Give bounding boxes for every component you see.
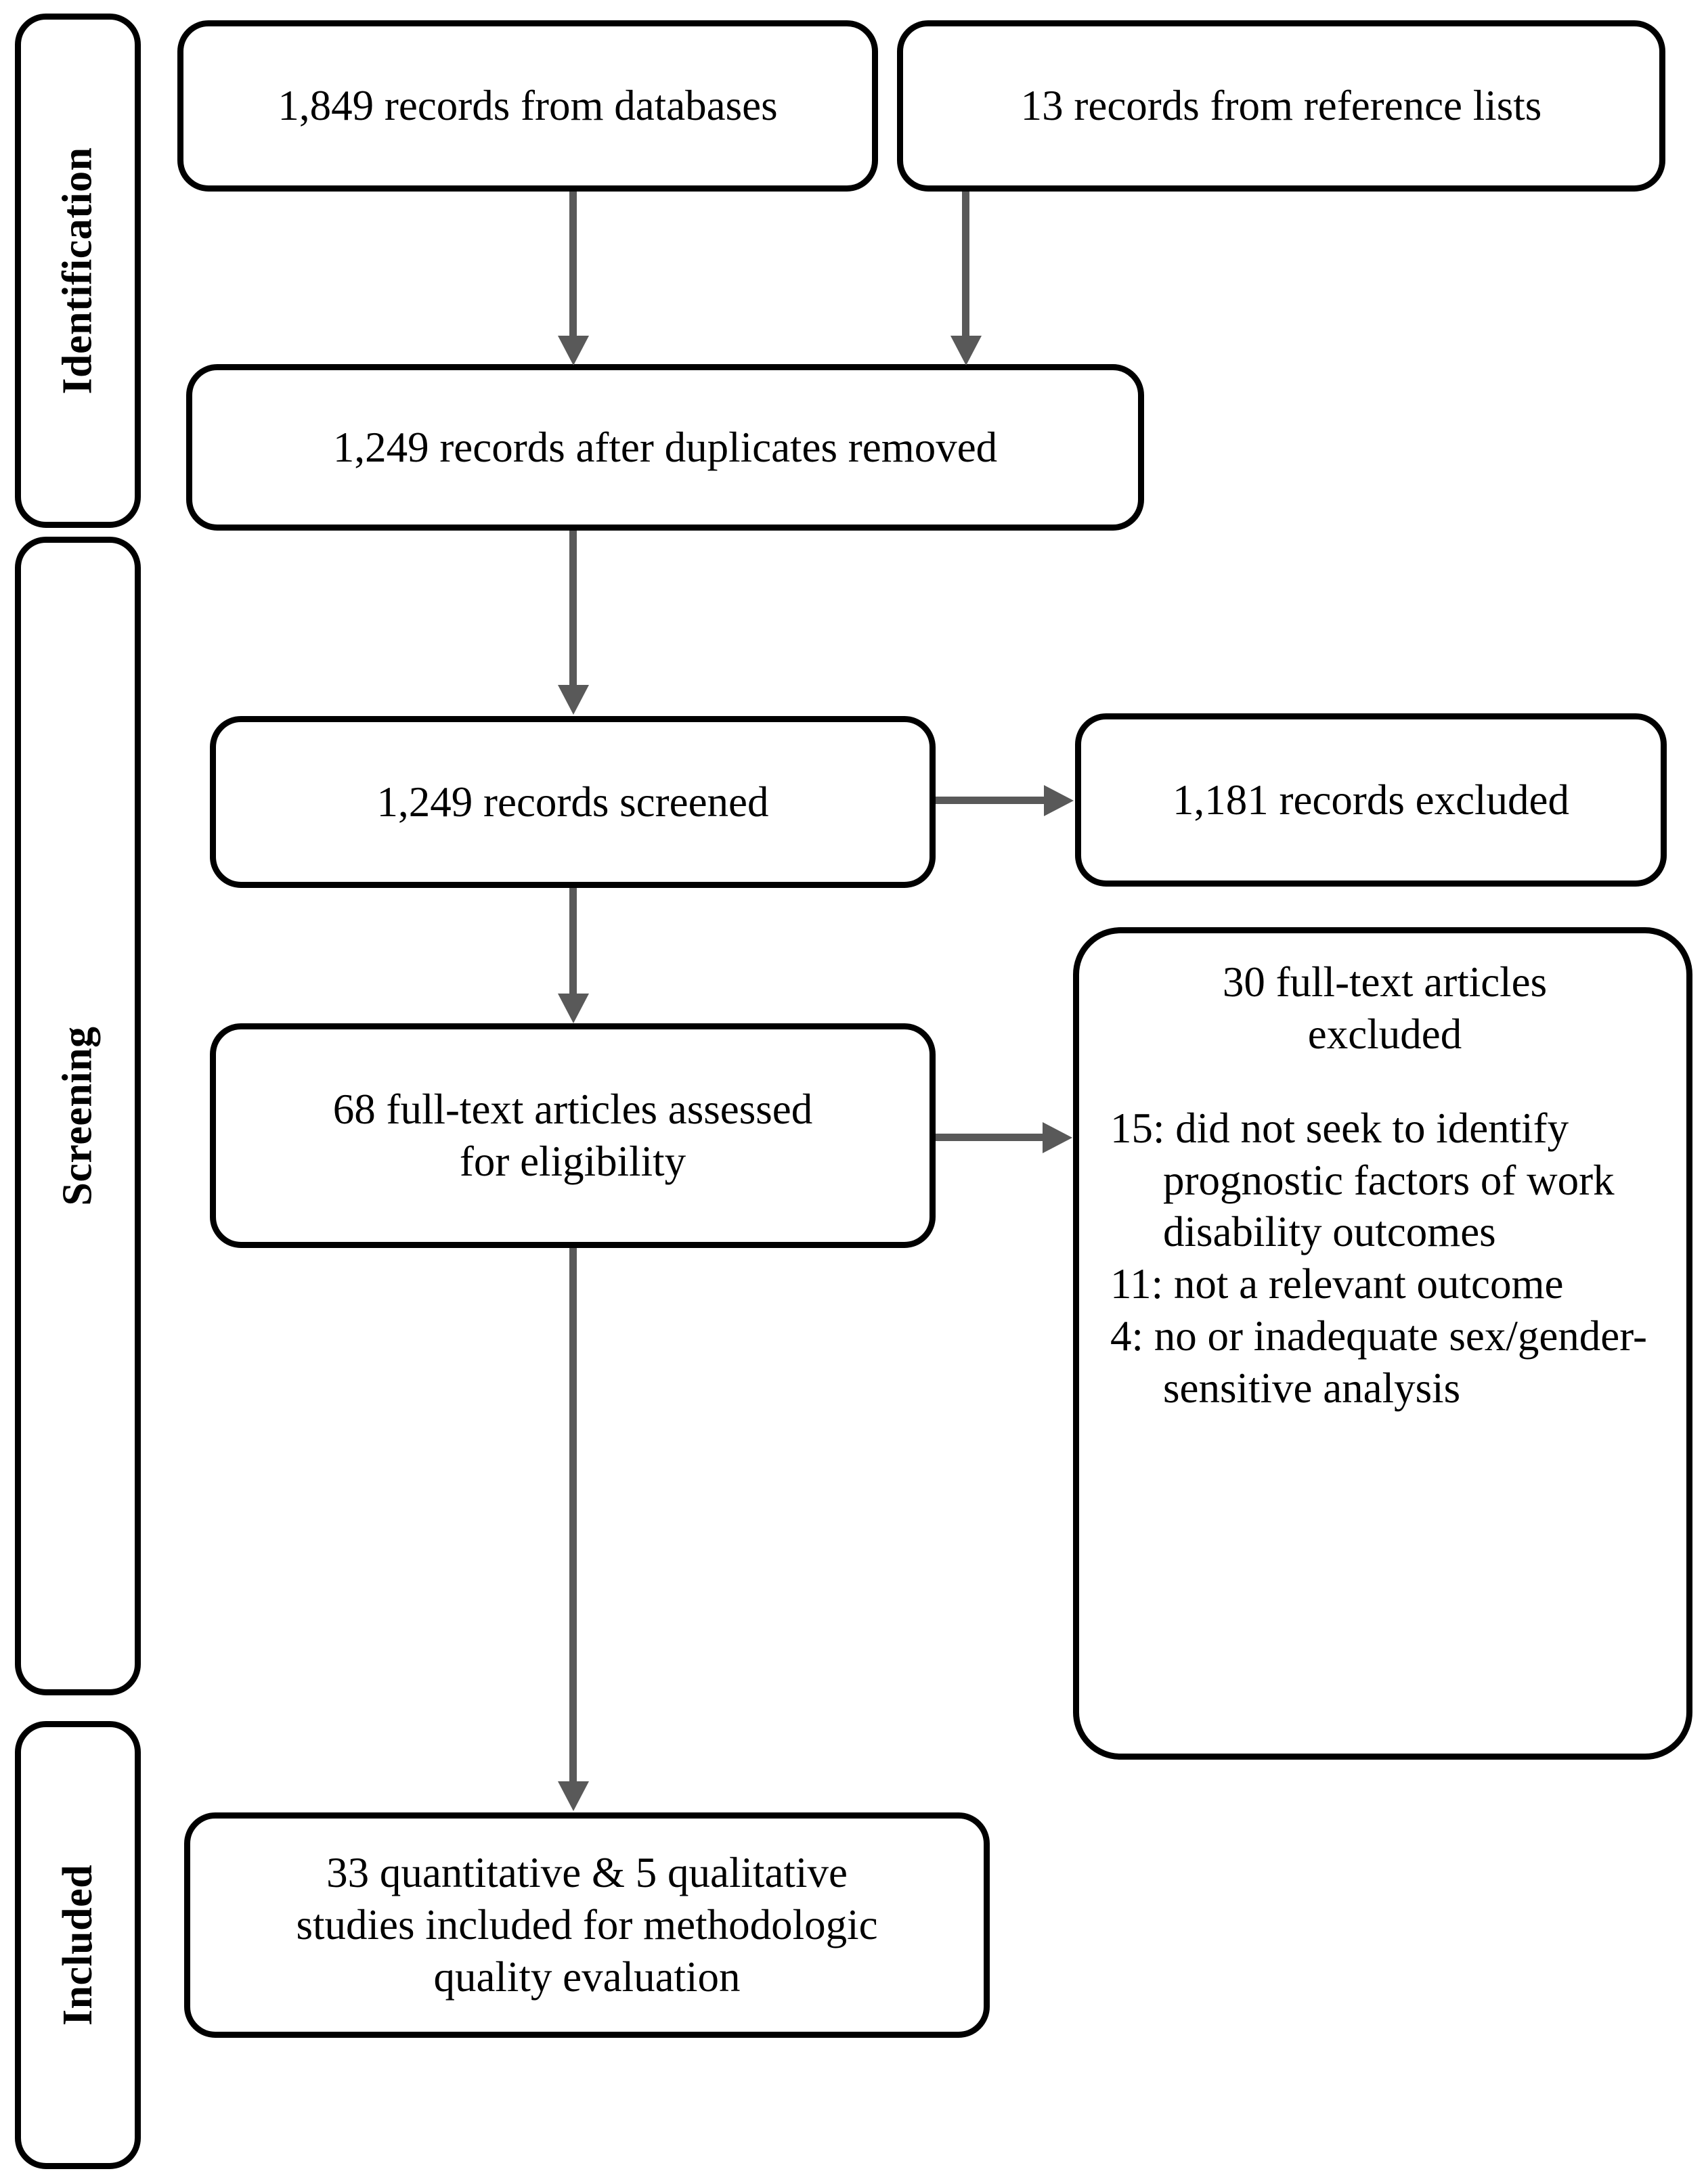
connector-fulltext-to-included-line [569,1248,577,1785]
node-records-from-databases-text: 1,849 records from databases [278,82,778,130]
connector-duplicates-to-screened-arrowhead [558,685,589,715]
connector-screened-to-excluded-arrowhead [1044,785,1074,816]
node-fulltext-excluded-heading: 30 full-text articles excluded [1110,956,1659,1061]
node-fulltext-excluded-heading-line1: 30 full-text articles [1222,958,1548,1006]
connector-references-to-duplicates-line [962,192,969,340]
connector-fulltext-to-excluded-line [936,1134,1045,1141]
node-fulltext-assessed-line2: for eligibility [459,1138,686,1185]
node-records-from-reference-lists: 13 records from reference lists [897,20,1665,192]
connector-screened-to-excluded-line [936,797,1047,804]
exclusion-reason-item: 4: no or inadequate sex/gender-sensitive… [1110,1312,1647,1412]
stage-label-included: Included [55,1864,102,2026]
node-studies-included: 33 quantitative & 5 qualitative studies … [184,1812,990,2038]
stage-box-identification: Identification [15,14,141,528]
node-records-from-databases: 1,849 records from databases [177,20,878,192]
node-records-excluded: 1,181 records excluded [1075,713,1667,887]
node-fulltext-excluded-heading-line2: excluded [1307,1010,1462,1058]
node-records-screened-text: 1,249 records screened [376,778,769,826]
node-fulltext-excluded: 30 full-text articles excluded 15: did n… [1073,927,1692,1760]
exclusion-reason-item: 11: not a relevant outcome [1110,1260,1564,1308]
node-fulltext-assessed-text: 68 full-text articles assessed for eligi… [317,1084,829,1188]
node-records-after-duplicates: 1,249 records after duplicates removed [186,364,1144,531]
connector-databases-to-duplicates-arrowhead [558,336,589,365]
connector-screened-to-fulltext-line [569,888,577,996]
connector-fulltext-to-included-arrowhead [558,1781,589,1811]
stage-label-identification: Identification [55,147,102,395]
stage-box-included: Included [15,1721,141,2169]
exclusion-reason-item: 15: did not seek to identify prognostic … [1110,1104,1615,1256]
node-records-from-reference-lists-text: 13 records from reference lists [1020,82,1542,130]
stage-box-screening: Screening [15,537,141,1695]
connector-duplicates-to-screened-line [569,531,577,688]
node-records-after-duplicates-text: 1,249 records after duplicates removed [332,423,998,471]
connector-references-to-duplicates-arrowhead [950,336,982,365]
node-studies-included-line2: studies included for methodologic [296,1901,878,1949]
node-fulltext-assessed-line1: 68 full-text articles assessed [332,1086,813,1134]
node-studies-included-line3: quality evaluation [433,1953,741,2001]
node-fulltext-assessed: 68 full-text articles assessed for eligi… [210,1023,936,1248]
node-fulltext-excluded-reasons: 15: did not seek to identify prognostic … [1110,1102,1659,1414]
node-records-excluded-text: 1,181 records excluded [1172,776,1570,824]
node-records-screened: 1,249 records screened [210,716,936,888]
stage-label-screening: Screening [55,1026,101,1206]
connector-fulltext-to-excluded-arrowhead [1043,1122,1072,1153]
node-studies-included-line1: 33 quantitative & 5 qualitative [326,1849,848,1897]
node-studies-included-text: 33 quantitative & 5 qualitative studies … [280,1847,894,2003]
connector-databases-to-duplicates-line [569,192,577,340]
connector-screened-to-fulltext-arrowhead [558,994,589,1023]
